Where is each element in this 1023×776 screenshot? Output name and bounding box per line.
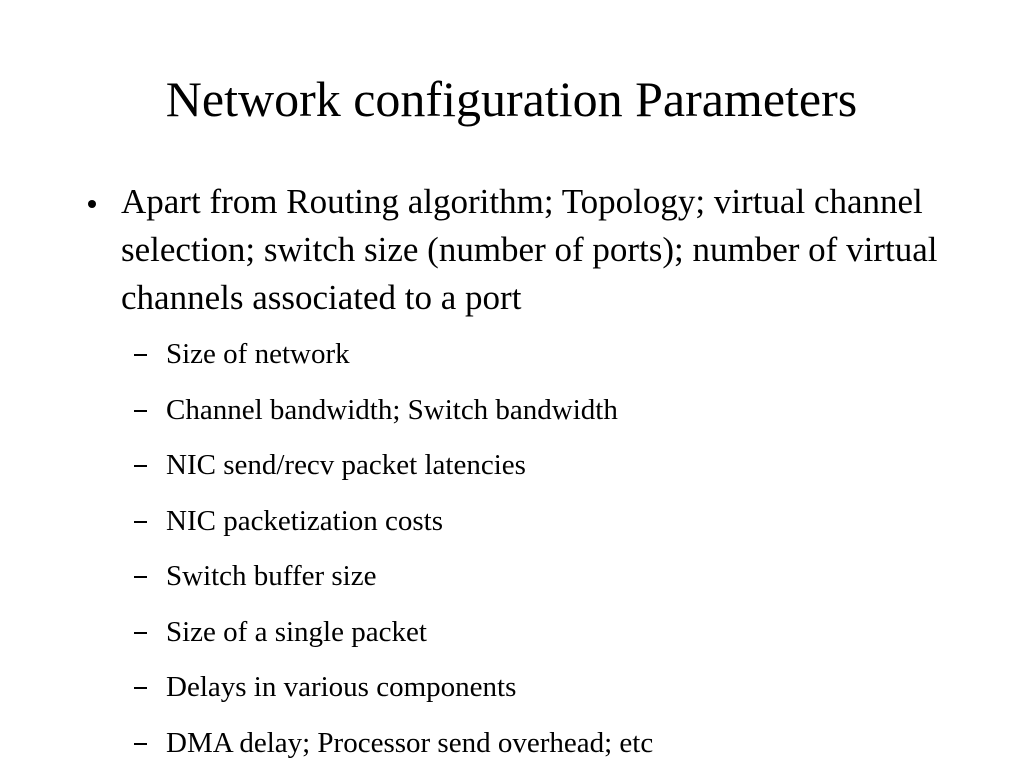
sub-bullet-text: Channel bandwidth; Switch bandwidth xyxy=(166,393,618,426)
dash-bullet-icon xyxy=(134,576,147,578)
sub-bullet-text: Size of a single packet xyxy=(166,615,427,648)
bullet-dot-icon xyxy=(88,200,96,208)
dash-bullet-icon xyxy=(134,742,147,745)
sub-bullet-text: NIC packetization costs xyxy=(166,504,444,537)
dash-bullet-icon xyxy=(134,687,147,689)
dash-bullet-icon xyxy=(134,354,147,356)
dash-bullet-icon xyxy=(134,409,147,412)
slide-title: Network configuration Parameters xyxy=(165,71,858,127)
dash-bullet-icon xyxy=(134,465,147,467)
main-bullet-text: Apart from Routing algorithm; Topology; … xyxy=(121,182,938,317)
sub-bullet-text: Switch buffer size xyxy=(166,560,377,592)
sub-bullet-text: DMA delay; Processor send overhead; etc xyxy=(166,726,654,759)
dash-bullet-icon xyxy=(134,520,147,523)
sub-bullet-text: NIC send/recv packet latencies xyxy=(166,449,526,481)
sub-bullet-text: Size of network xyxy=(166,338,350,370)
sub-bullet-text: Delays in various components xyxy=(166,671,517,703)
dash-bullet-icon xyxy=(134,631,147,634)
